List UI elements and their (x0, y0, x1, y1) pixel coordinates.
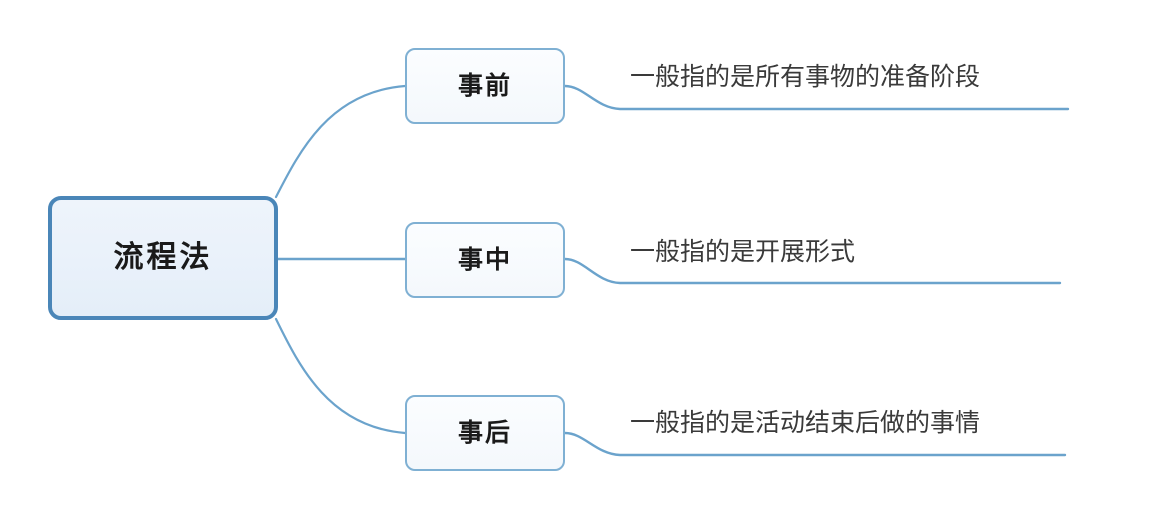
root-node-label: 流程法 (113, 241, 213, 274)
leaf-description-text: 一般指的是开展形式 (630, 238, 856, 266)
leaf-description-shiqian[interactable]: 一般指的是所有事物的准备阶段 (630, 63, 981, 92)
branch-node-shizhong[interactable]: 事中 (405, 222, 565, 298)
connector-branch-0-to-desc (563, 84, 1070, 111)
connector-root-to-branch-2 (274, 317, 407, 435)
branch-node-label: 事前 (457, 71, 512, 100)
leaf-description-text: 一般指的是所有事物的准备阶段 (630, 63, 981, 91)
leaf-description-shizhong[interactable]: 一般指的是开展形式 (630, 238, 856, 267)
leaf-description-text: 一般指的是活动结束后做的事情 (630, 409, 981, 437)
branch-node-shiqian[interactable]: 事前 (405, 48, 565, 124)
connector-root-to-branch-0 (274, 84, 407, 199)
root-node[interactable]: 流程法 (48, 196, 278, 320)
branch-node-label: 事后 (457, 418, 512, 447)
branch-node-label: 事中 (457, 245, 512, 274)
leaf-description-shihou[interactable]: 一般指的是活动结束后做的事情 (630, 409, 981, 438)
connector-branch-1-to-desc (563, 257, 1062, 285)
connector-branch-2-to-desc (563, 431, 1067, 457)
branch-node-shihou[interactable]: 事后 (405, 395, 565, 471)
